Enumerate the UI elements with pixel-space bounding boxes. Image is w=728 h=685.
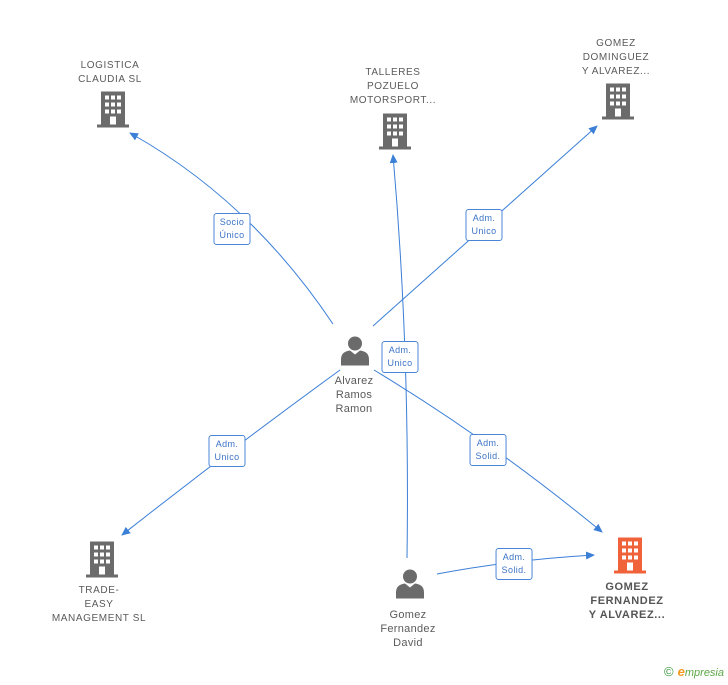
person-icon[interactable] bbox=[396, 569, 424, 604]
edge-badge-socio-unico: Socio Único bbox=[213, 213, 251, 245]
person-icon[interactable] bbox=[341, 336, 369, 371]
brand-footer: © empresia bbox=[664, 664, 724, 679]
edge-badge-adm-unico: Adm. Unico bbox=[465, 209, 503, 241]
node-label-gomez-fernandez-david[interactable]: Gomez Fernandez David bbox=[380, 609, 436, 649]
node-label-logistica-claudia[interactable]: LOGISTICA CLAUDIA SL bbox=[78, 60, 142, 85]
edge-badge-adm-unico: Adm. Unico bbox=[381, 341, 419, 373]
node-label-alvarez-ramos[interactable]: Alvarez Ramos Ramon bbox=[334, 375, 374, 415]
building-icon[interactable] bbox=[379, 113, 411, 155]
node-label-gomez-fernandez[interactable]: GOMEZ FERNANDEZ Y ALVAREZ... bbox=[588, 581, 666, 621]
building-icon[interactable] bbox=[86, 541, 118, 583]
edge-badge-adm-solid: Adm. Solid. bbox=[469, 434, 507, 466]
building-icon[interactable] bbox=[97, 91, 129, 133]
brand-logo-e: e bbox=[677, 664, 685, 679]
edge-badge-adm-solid: Adm. Solid. bbox=[495, 548, 533, 580]
edge-badge-adm-unico: Adm. Unico bbox=[208, 435, 246, 467]
building-icon-highlighted[interactable] bbox=[614, 537, 646, 579]
node-label-trade-easy[interactable]: TRADE- EASY MANAGEMENT SL bbox=[51, 585, 147, 624]
copyright-icon: © bbox=[664, 664, 674, 679]
brand-logo-text: mpresia bbox=[684, 667, 724, 679]
building-icon[interactable] bbox=[602, 83, 634, 125]
node-label-talleres-pozuelo[interactable]: TALLERES POZUELO MOTORSPORT... bbox=[349, 67, 437, 106]
brand-logo[interactable]: empresia bbox=[678, 664, 724, 679]
node-label-gomez-dominguez[interactable]: GOMEZ DOMINGUEZ Y ALVAREZ... bbox=[581, 38, 651, 77]
